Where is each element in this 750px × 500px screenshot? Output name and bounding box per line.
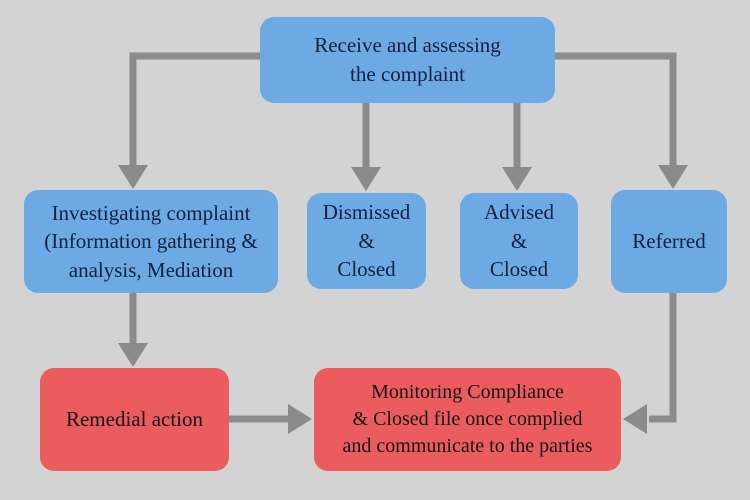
node-dismissed-closed: Dismissed & Closed	[307, 193, 426, 289]
arrow-receive-to-investigating	[118, 52, 261, 189]
arrow-investigating-to-remedial	[118, 293, 148, 367]
node-remedial-label: Remedial action	[65, 407, 204, 432]
node-advised-label: Advised & Closed	[484, 200, 554, 282]
node-receive-label: Receive and assessing the complaint	[314, 33, 501, 86]
node-advised-closed: Advised & Closed	[460, 193, 578, 289]
node-monitoring-compliance: Monitoring Compliance & Closed file once…	[314, 368, 621, 471]
arrow-receive-to-dismissed	[351, 102, 381, 191]
node-investigating-complaint: Investigating complaint (Information gat…	[24, 190, 278, 293]
node-referred: Referred	[611, 190, 727, 293]
arrow-receive-to-advised	[502, 102, 532, 191]
node-monitoring-label: Monitoring Compliance & Closed file once…	[342, 380, 593, 458]
arrow-referred-to-monitoring	[623, 293, 677, 434]
node-remedial-action: Remedial action	[40, 368, 229, 471]
node-dismissed-label: Dismissed & Closed	[322, 200, 411, 282]
node-receive-and-assess: Receive and assessing the complaint	[260, 17, 555, 103]
arrow-remedial-to-monitoring	[229, 404, 312, 434]
node-investigating-label: Investigating complaint (Information gat…	[44, 200, 258, 282]
arrow-receive-to-referred	[554, 52, 688, 189]
node-referred-label: Referred	[632, 229, 706, 254]
